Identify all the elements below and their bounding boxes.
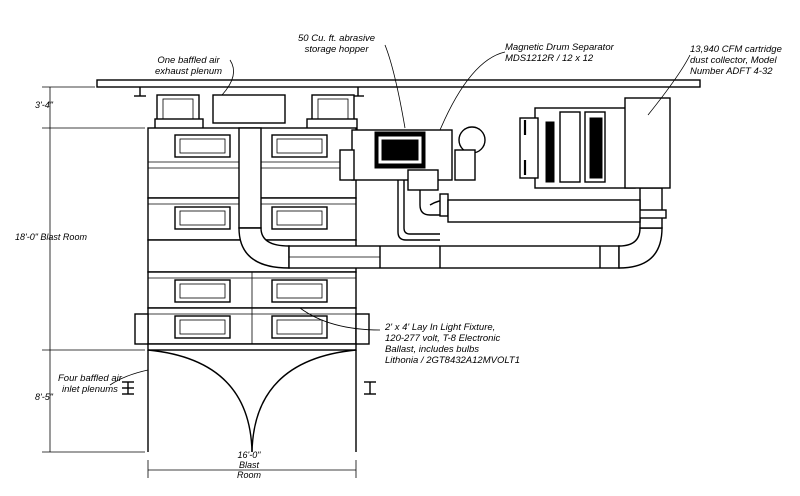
dim-top: 3'-4": [35, 100, 53, 110]
label-exhaust-plenum: One baffled air exhaust plenum: [155, 55, 223, 77]
label-inlet-plenums: Four baffled air inlet plenums: [58, 373, 122, 395]
dust-collector: [519, 97, 671, 189]
dim-blast-room-length: 18'-0" Blast Room: [15, 232, 87, 242]
label-light-fixture: 2' x 4' Lay In Light Fixture, 120-277 vo…: [385, 322, 521, 366]
exhaust-plenum-box: [212, 94, 286, 124]
dim-width: 16'-0" Blast Room: [237, 450, 262, 480]
duct-system: [238, 127, 667, 269]
label-separator: Magnetic Drum Separator MDS1212R / 12 x …: [505, 42, 614, 64]
hopper-separator: [339, 126, 486, 241]
dim-door: 8'-5": [35, 392, 53, 402]
top-beam: [96, 79, 701, 88]
upper-duct: [447, 199, 641, 223]
doors: [122, 349, 376, 453]
leader-lines: [109, 44, 691, 386]
dimension-lines: [42, 86, 357, 478]
label-dust-collector: 13,940 CFM cartridge dust collector, Mod…: [690, 44, 782, 77]
light-fixtures: [174, 134, 328, 339]
label-hopper: 50 Cu. ft. abrasive storage hopper: [298, 33, 376, 55]
